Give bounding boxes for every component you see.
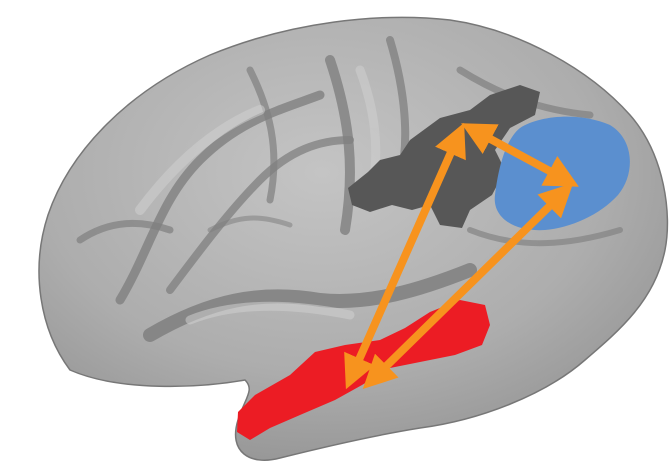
brain-surface-svg [0,0,671,474]
brain-figure [0,0,671,474]
